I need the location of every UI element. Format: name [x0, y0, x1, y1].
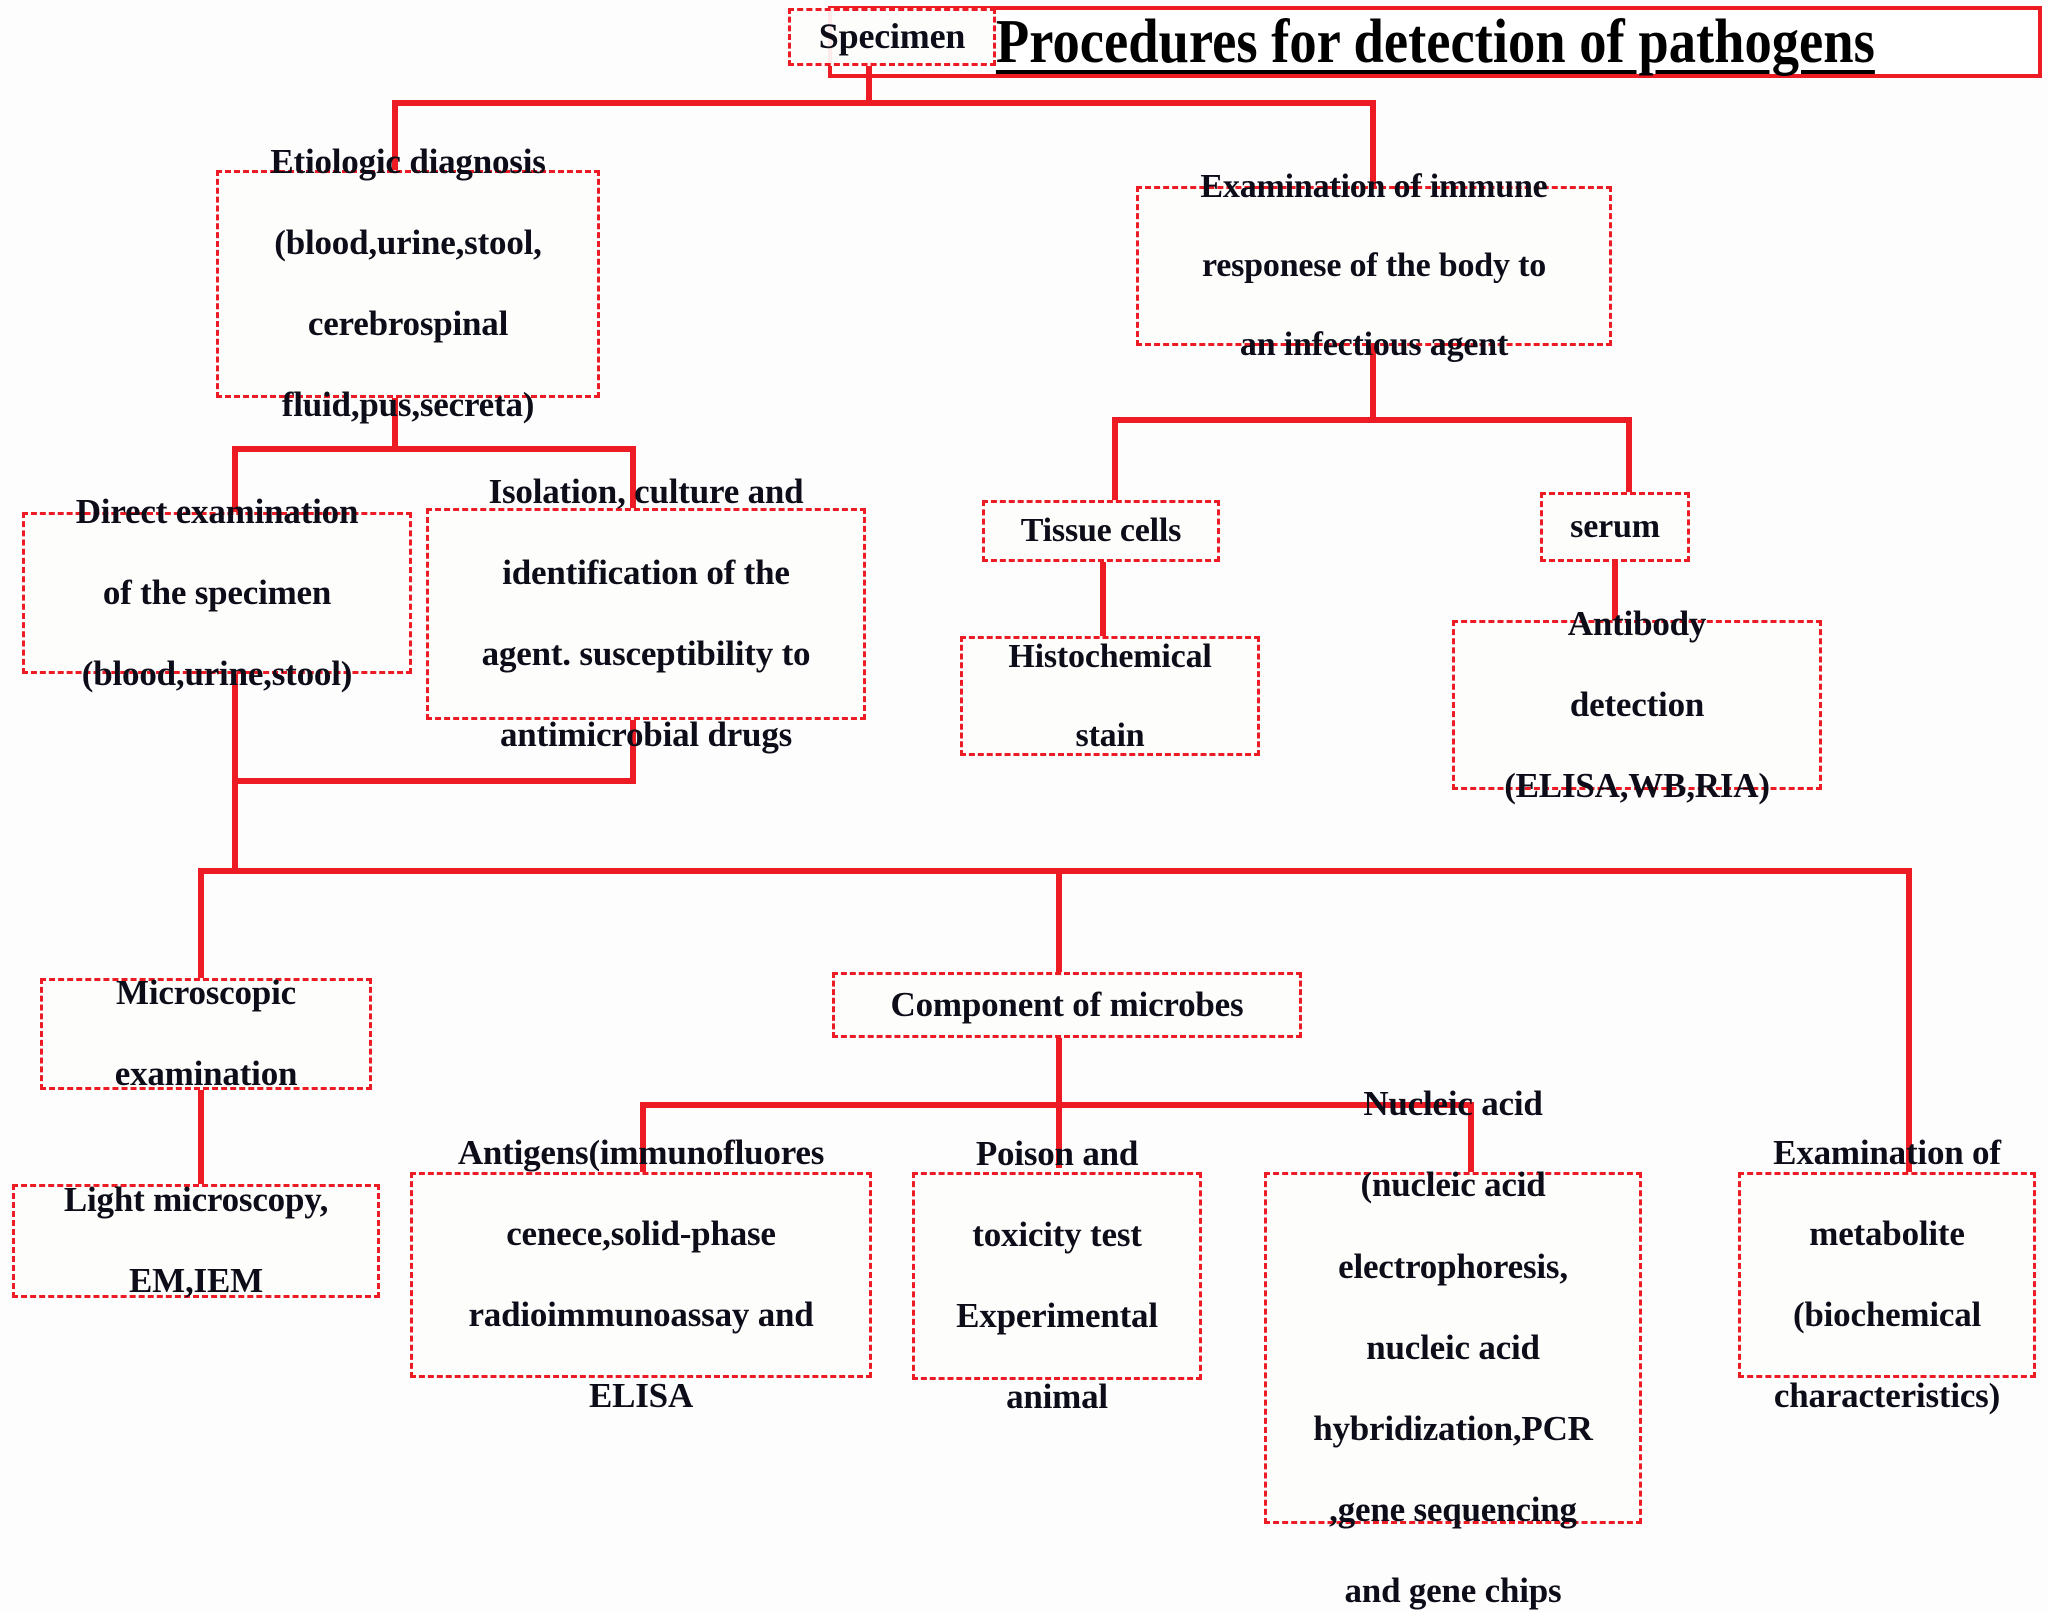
connector-etiologic-down [392, 398, 398, 450]
node-histochemical-stain-label: Histochemical stain [1008, 637, 1212, 754]
node-direct-examination[interactable]: Direct examination of the specimen (bloo… [22, 492, 412, 693]
connector-immune-split [1112, 417, 1632, 423]
node-tissue-cells-label: Tissue cells [1020, 512, 1182, 550]
connector-microscopic-to-light [198, 1090, 204, 1184]
node-microscopic-examination[interactable]: Microscopic examination [40, 973, 372, 1093]
node-metabolite[interactable]: Examination of metabolite (biochemical c… [1738, 1133, 2036, 1415]
connector-main-bus [198, 868, 1912, 874]
connector-to-direct-exam [232, 446, 238, 514]
connector-bus-to-component [1056, 868, 1062, 976]
connector-serum-to-antibody [1612, 562, 1618, 622]
connector-bus-to-metabolite [1906, 868, 1912, 1172]
node-isolation-culture[interactable]: Isolation, culture and identification of… [426, 472, 866, 754]
node-light-microscopy[interactable]: Light microscopy, EM,IEM [12, 1180, 380, 1300]
node-tissue-cells[interactable]: Tissue cells [982, 500, 1220, 562]
node-immune-examination-label: Examination of immune responese of the b… [1200, 168, 1548, 364]
node-direct-examination-label: Direct examination of the specimen (bloo… [75, 491, 359, 693]
node-nucleic-acid[interactable]: Nucleic acid (nucleic acid electrophores… [1264, 1084, 1642, 1610]
connector-to-etiologic [392, 100, 398, 172]
connector-component-down [1056, 1038, 1062, 1108]
node-metabolite-label: Examination of metabolite (biochemical c… [1773, 1132, 2001, 1416]
node-antibody-detection-label: Antibody detection (ELISA,WB,RIA) [1504, 603, 1770, 805]
connector-isolation-merge [232, 778, 636, 784]
connector-isolation-down [630, 718, 636, 782]
node-etiologic-diagnosis[interactable]: Etiologic diagnosis (blood,urine,stool, … [216, 142, 600, 424]
node-etiologic-diagnosis-label: Etiologic diagnosis (blood,urine,stool, … [270, 141, 546, 425]
node-specimen-label: Specimen [818, 16, 966, 57]
connector-to-tissue-cells [1112, 417, 1118, 501]
connector-to-nucleic-acid [1468, 1102, 1474, 1172]
node-nucleic-acid-label: Nucleic acid (nucleic acid electrophores… [1313, 1084, 1593, 1611]
node-serum-label: serum [1570, 508, 1660, 546]
connector-direct-exam-down [232, 673, 238, 871]
diagram-title-banner: Procedures for detection of pathogens [828, 6, 2042, 78]
node-light-microscopy-label: Light microscopy, EM,IEM [63, 1180, 329, 1301]
node-poison-toxicity-label: Poison and toxicity test Experimental an… [956, 1133, 1158, 1417]
node-component-of-microbes[interactable]: Component of microbes [832, 972, 1302, 1038]
page-title: Procedures for detection of pathogens [995, 7, 1875, 76]
connector-immune-down [1370, 345, 1376, 423]
connector-specimen-down [866, 62, 872, 106]
connector-to-antigens [640, 1102, 646, 1172]
node-component-of-microbes-label: Component of microbes [890, 984, 1244, 1024]
connector-specimen-split [392, 100, 1376, 106]
node-histochemical-stain[interactable]: Histochemical stain [960, 636, 1260, 756]
node-antibody-detection[interactable]: Antibody detection (ELISA,WB,RIA) [1452, 604, 1822, 805]
connector-to-isolation [630, 446, 636, 510]
node-immune-examination[interactable]: Examination of immune responese of the b… [1136, 168, 1612, 363]
node-isolation-culture-label: Isolation, culture and identification of… [481, 471, 811, 755]
node-antigens-label: Antigens(immunofluores cenece,solid-phas… [457, 1132, 825, 1416]
node-specimen[interactable]: Specimen [788, 8, 996, 66]
node-microscopic-examination-label: Microscopic examination [114, 973, 298, 1094]
node-poison-toxicity[interactable]: Poison and toxicity test Experimental an… [912, 1134, 1202, 1416]
flowchart-canvas: Procedures for detection of pathogens Sp… [12, 6, 2042, 1610]
connector-to-serum [1626, 417, 1632, 493]
node-serum[interactable]: serum [1540, 492, 1690, 562]
connector-to-poison [1056, 1102, 1062, 1168]
connector-etiologic-split [232, 446, 636, 452]
connector-to-immune [1370, 100, 1376, 186]
node-antigens[interactable]: Antigens(immunofluores cenece,solid-phas… [410, 1133, 872, 1415]
connector-tissue-to-histochemical [1100, 562, 1106, 638]
connector-bus-to-microscopic [198, 868, 204, 980]
